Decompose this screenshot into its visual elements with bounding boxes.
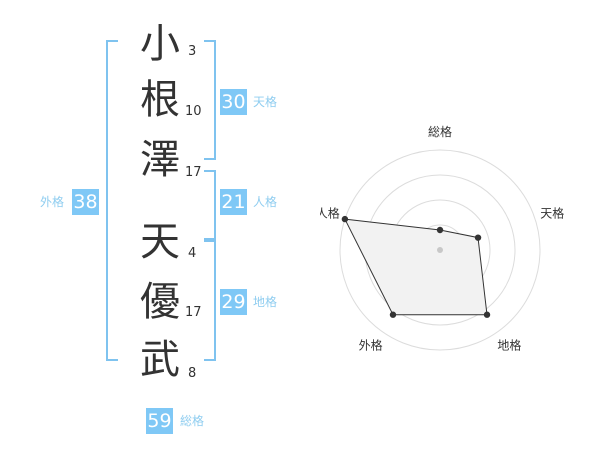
jinkaku-label: 人格 [253,195,278,209]
given-strokes-3: 8 [188,366,197,381]
radar-point-2 [474,234,482,241]
radar-point-3 [483,311,491,318]
name-breakdown: 小 3 根 10 澤 17 天 4 優 17 武 8 30 天格 21 人格 2… [40,21,278,434]
surname-strokes-1: 3 [188,44,197,59]
given-char-2: 優 [140,279,180,325]
jinkaku-bracket [204,170,216,242]
tenkaku-bracket [204,40,216,160]
surname-strokes-3: 17 [185,165,202,180]
tenkaku-label: 天格 [253,95,278,109]
tenkaku-badge: 30 [220,89,247,115]
surname-char-2: 根 [140,77,180,123]
gaikaku-badge: 38 [72,189,99,215]
surname-strokes-2: 10 [185,104,202,119]
radar-axis-label-5: 人格 [320,206,340,221]
radar-points [341,215,491,318]
chikaku-bracket [204,238,216,361]
radar-center-dot [437,247,443,253]
radar-axis-label-4: 外格 [359,337,383,352]
radar-area [344,218,488,316]
soukaku-badge: 59 [146,408,173,434]
given-strokes-1: 4 [188,246,197,261]
radar-ring-4 [339,149,541,351]
surname-char-1: 小 [140,21,180,67]
jinkaku-badge: 21 [220,189,247,215]
soukaku-label: 総格 [180,414,205,428]
gaikaku-bracket [106,40,118,361]
radar-axis-label-2: 天格 [540,206,564,221]
surname-char-3: 澤 [140,137,180,183]
given-char-1: 天 [140,219,180,265]
radar-axis-label-3: 地格 [497,337,521,352]
chikaku-label: 地格 [253,295,278,309]
chikaku-badge: 29 [220,289,247,315]
given-strokes-2: 17 [185,305,202,320]
gaikaku-label: 外格 [40,195,65,209]
radar-point-4 [389,311,397,318]
radar-point-5 [341,215,349,223]
radar-point-1 [436,226,444,234]
given-char-3: 武 [140,337,180,383]
radar-axis-label-1: 総格 [428,124,452,139]
